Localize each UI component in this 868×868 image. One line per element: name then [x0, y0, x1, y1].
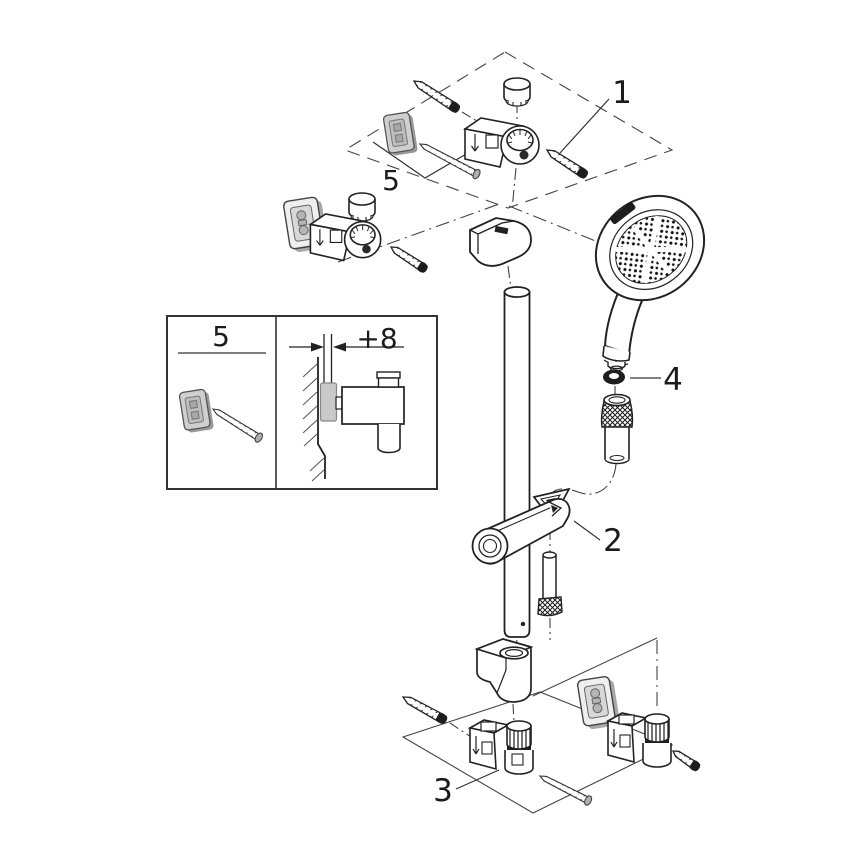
rail-bottom-elbow: [474, 638, 534, 703]
bottom-long-screw: [538, 775, 593, 806]
rail-top-holder: [469, 217, 532, 267]
hose-curve: [548, 463, 617, 500]
inset-dimension-label: +8: [356, 322, 397, 355]
holder-pivot-pin: [537, 551, 563, 617]
hose-washer: [603, 369, 625, 385]
wall-plug-screw: [418, 143, 481, 180]
leader-1: [559, 98, 610, 154]
shower-rail: [503, 286, 531, 638]
wall-plate-right: [577, 676, 620, 730]
callout-4: 4: [663, 362, 683, 398]
inset-bracket-side-view: [319, 371, 405, 454]
wall-plug: [382, 111, 418, 156]
bracket-cap-top: [503, 77, 531, 107]
callout-2: 2: [603, 523, 623, 559]
leader-3: [455, 769, 500, 790]
inset-screw: [211, 408, 264, 443]
wall-bracket-clamp-top: [462, 117, 540, 168]
hand-shower: [594, 194, 706, 372]
wall-bracket-clamp-left: [308, 213, 382, 262]
leader-2: [573, 520, 601, 541]
construction-lines: [337, 51, 674, 814]
mounting-screw-top-right: [545, 149, 589, 179]
kit1-plane-outline: [343, 51, 674, 209]
callout-1: 1: [612, 75, 632, 111]
inset-wall-plug: [178, 388, 214, 433]
mounting-screw-top-left: [412, 80, 461, 113]
brand-badge: [610, 202, 636, 225]
hose-connector: [600, 393, 634, 465]
mounting-screw-bottom-left: [401, 696, 448, 725]
detail-inset-box: [166, 315, 438, 490]
bottom-clamp-bracket: [467, 719, 534, 775]
callout-5: 5: [382, 164, 400, 197]
bottom-right-clamp-bracket: [605, 712, 672, 768]
callout-3: 3: [433, 773, 453, 809]
inset-wall-section: [302, 357, 326, 482]
rail-set-screw-dot: [520, 621, 526, 627]
mounting-screw-left: [389, 246, 428, 273]
kit3-plane-outline: [401, 691, 674, 814]
bracket-cap-left: [348, 192, 376, 222]
inset-part-label: 5: [212, 320, 230, 353]
mounting-screw-bottom-right: [671, 750, 701, 772]
shower-holder: [471, 487, 571, 565]
